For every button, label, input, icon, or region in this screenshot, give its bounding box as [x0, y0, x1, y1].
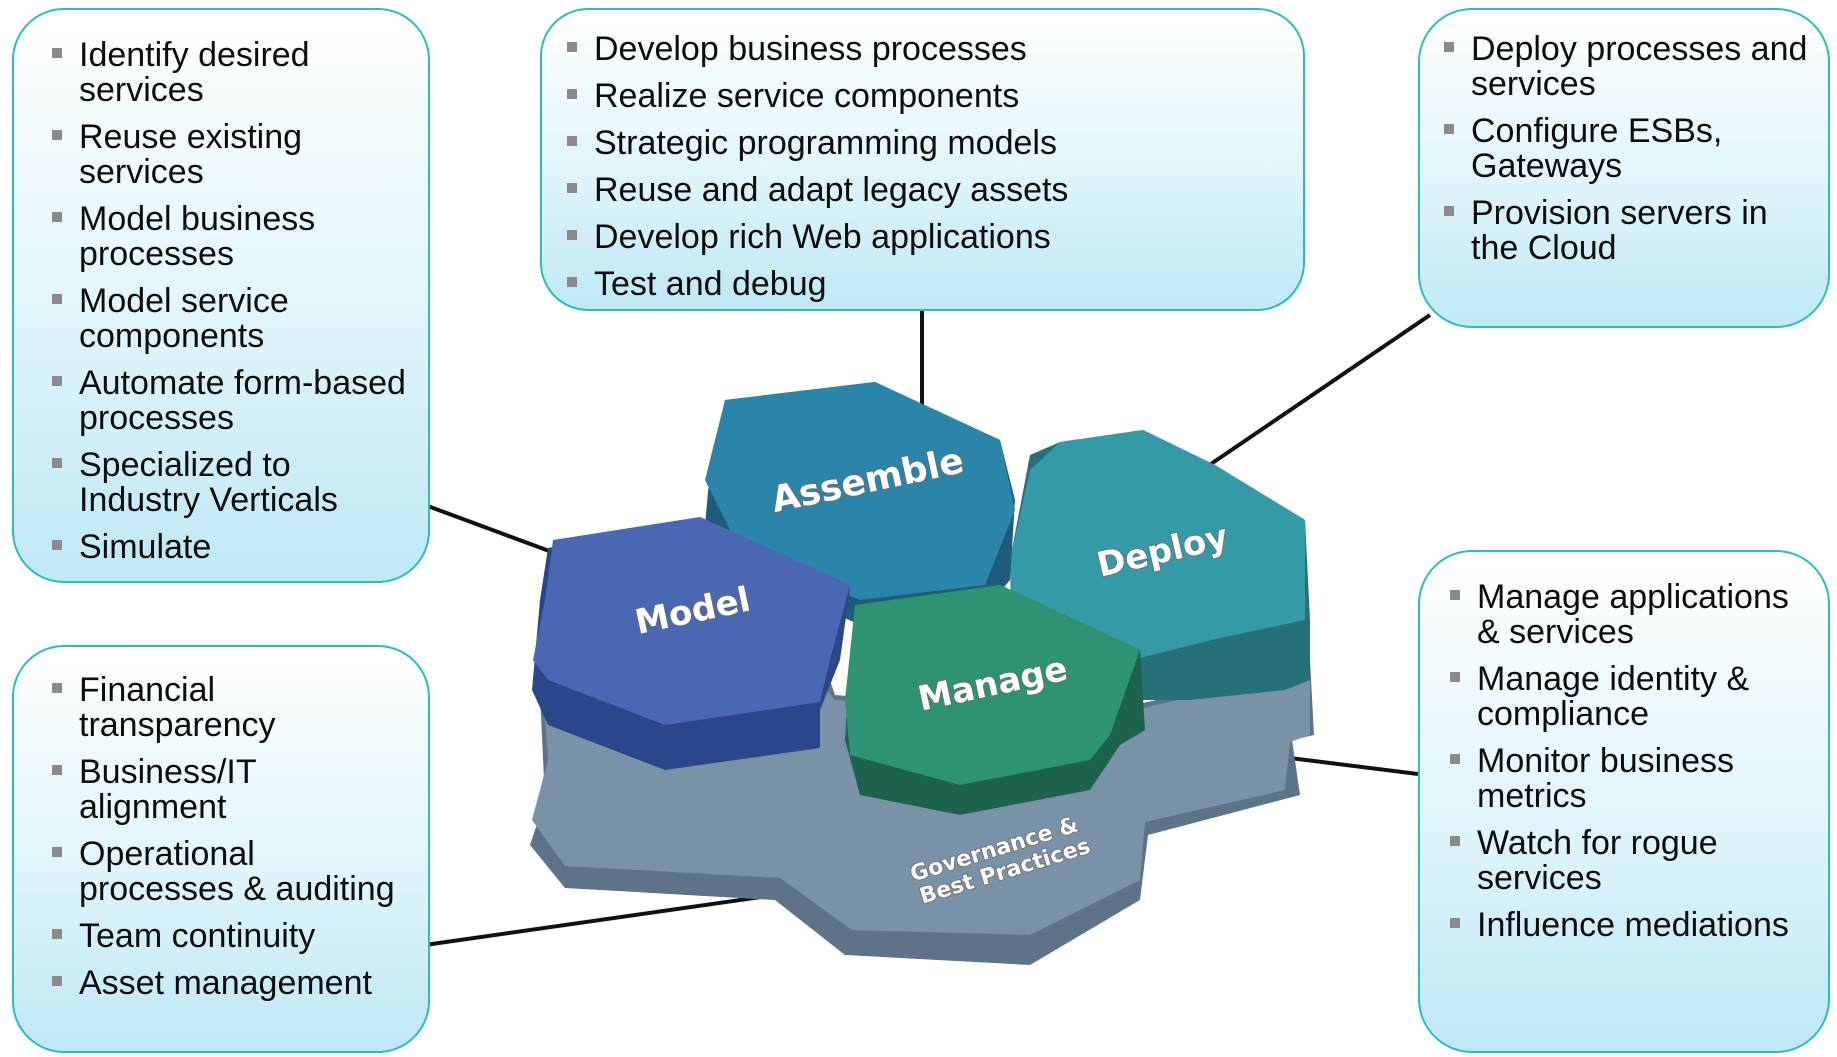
governance-callout-list: Financial transparency Business/IT align…: [52, 673, 410, 1001]
list-item: Identify desired services: [52, 38, 410, 108]
list-item: Influence mediations: [1450, 908, 1814, 943]
deploy-callout-list: Deploy processes and services Configure …: [1444, 32, 1814, 266]
bullet-icon: [52, 376, 62, 386]
bullet-icon: [1450, 918, 1460, 928]
assemble-callout-box: Develop business processes Realize servi…: [540, 8, 1305, 311]
bullet-icon: [1444, 42, 1454, 52]
list-item: Develop rich Web applications: [567, 220, 1283, 255]
deploy-callout-box: Deploy processes and services Configure …: [1418, 8, 1830, 328]
list-item: Business/IT alignment: [52, 755, 410, 825]
list-item: Simulate: [52, 530, 410, 565]
bullet-icon: [52, 683, 62, 693]
bullet-icon: [1450, 590, 1460, 600]
bullet-icon: [1450, 754, 1460, 764]
bullet-icon: [52, 976, 62, 986]
list-item: Asset management: [52, 966, 410, 1001]
list-item: Monitor business metrics: [1450, 744, 1814, 814]
bullet-icon: [567, 183, 577, 193]
bullet-icon: [1450, 672, 1460, 682]
list-item: Develop business processes: [567, 32, 1283, 67]
list-item: Test and debug: [567, 267, 1283, 302]
list-item: Operational processes & auditing: [52, 837, 410, 907]
list-item: Specialized to Industry Verticals: [52, 448, 410, 518]
list-item: Manage identity & compliance: [1450, 662, 1814, 732]
bullet-icon: [52, 130, 62, 140]
bullet-icon: [52, 212, 62, 222]
manage-callout-list: Manage applications & services Manage id…: [1450, 580, 1814, 943]
list-item: Model service components: [52, 284, 410, 354]
manage-hexagon: Manage: [845, 585, 1145, 815]
bullet-icon: [52, 540, 62, 550]
bullet-icon: [52, 929, 62, 939]
list-item: Financial transparency: [52, 673, 410, 743]
bullet-icon: [1444, 206, 1454, 216]
bullet-icon: [567, 230, 577, 240]
list-item: Configure ESBs, Gateways: [1444, 114, 1814, 184]
bullet-icon: [567, 136, 577, 146]
list-item: Deploy processes and services: [1444, 32, 1814, 102]
bullet-icon: [1450, 836, 1460, 846]
connector-model: [424, 503, 561, 557]
list-item: Watch for rogue services: [1450, 826, 1814, 896]
manage-callout-box: Manage applications & services Manage id…: [1418, 550, 1830, 1053]
bullet-icon: [52, 847, 62, 857]
bullet-icon: [1444, 124, 1454, 134]
list-item: Automate form-based processes: [52, 366, 410, 436]
list-item: Realize service components: [567, 79, 1283, 114]
model-callout-box: Identify desired services Reuse existing…: [12, 8, 430, 583]
bullet-icon: [52, 458, 62, 468]
governance-callout-box: Financial transparency Business/IT align…: [12, 645, 430, 1053]
bullet-icon: [567, 277, 577, 287]
list-item: Reuse and adapt legacy assets: [567, 173, 1283, 208]
bullet-icon: [52, 48, 62, 58]
list-item: Provision servers in the Cloud: [1444, 196, 1814, 266]
model-callout-list: Identify desired services Reuse existing…: [52, 38, 410, 565]
bullet-icon: [567, 42, 577, 52]
list-item: Manage applications & services: [1450, 580, 1814, 650]
list-item: Strategic programming models: [567, 126, 1283, 161]
bullet-icon: [52, 294, 62, 304]
connector-deploy: [1203, 313, 1432, 470]
assemble-callout-list: Develop business processes Realize servi…: [567, 32, 1283, 302]
list-item: Model business processes: [52, 202, 410, 272]
bullet-icon: [52, 765, 62, 775]
bullet-icon: [567, 89, 577, 99]
model-hexagon: Model: [532, 517, 850, 770]
list-item: Team continuity: [52, 919, 410, 954]
list-item: Reuse existing services: [52, 120, 410, 190]
